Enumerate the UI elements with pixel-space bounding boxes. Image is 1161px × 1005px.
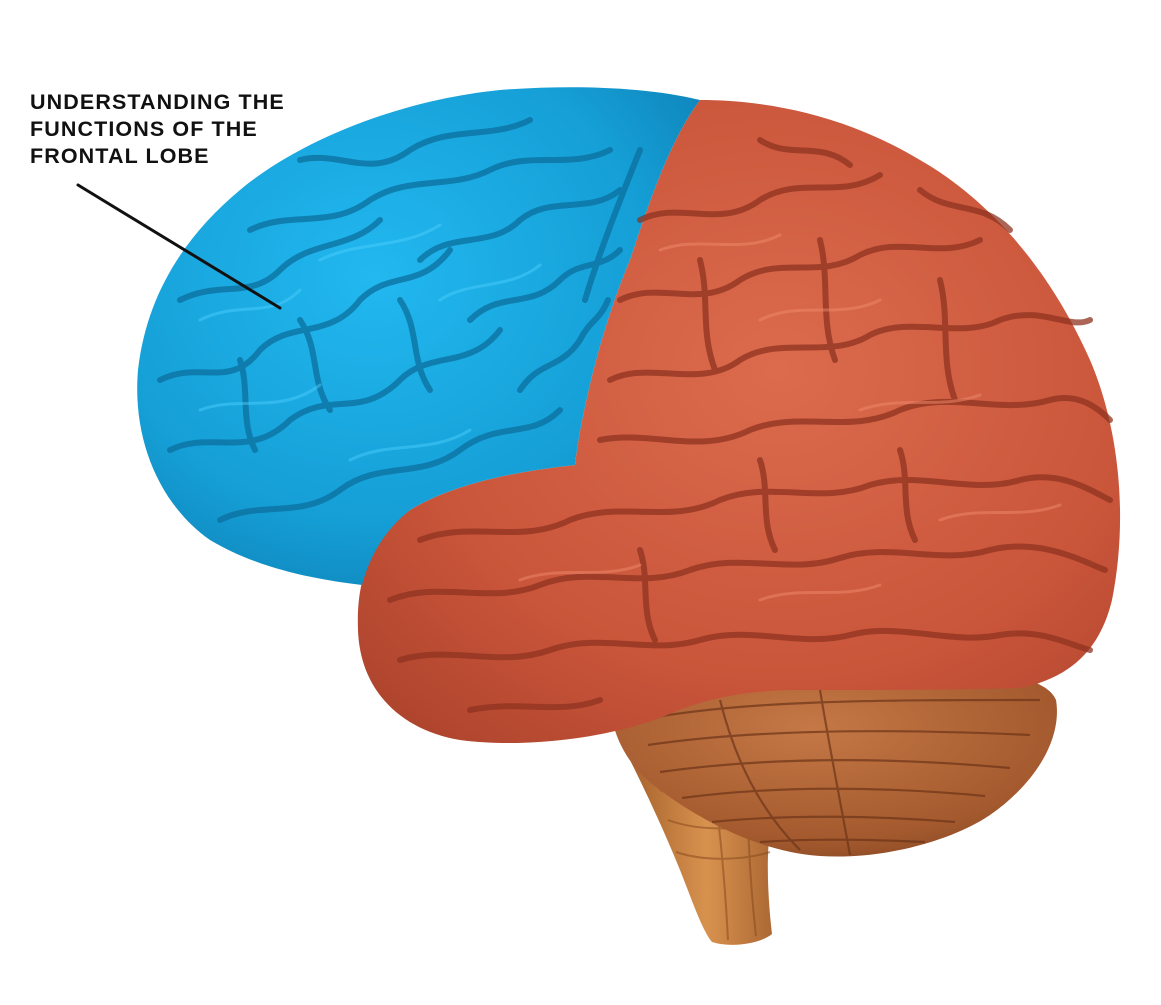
frontal-lobe-shape <box>137 87 700 586</box>
caption-line-3: FRONTAL LOBE <box>30 144 210 168</box>
caption-line-1: UNDERSTANDING THE <box>30 90 285 114</box>
cortex-gyri <box>387 137 1113 713</box>
frontal-lobe-caption: UNDERSTANDING THE FUNCTIONS OF THE FRONT… <box>30 89 285 170</box>
caption-line-2: FUNCTIONS OF THE <box>30 117 258 141</box>
frontal-lobe-gyri <box>157 117 643 523</box>
pointer-line <box>76 183 282 310</box>
